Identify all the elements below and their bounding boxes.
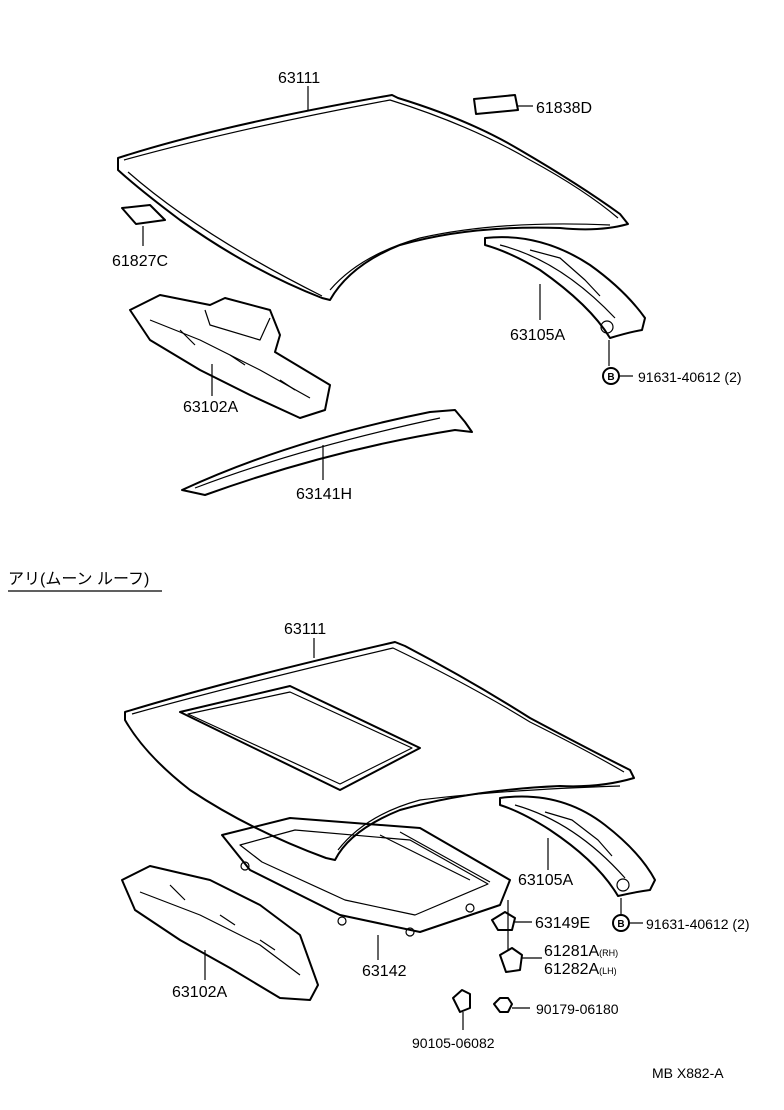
lower-hinge-lh-code: 61282A: [544, 961, 599, 978]
lower-hinge: [499, 947, 523, 973]
lower-hinge-lh-side: (LH): [599, 966, 617, 976]
lower-label-nut: 90179-06180: [536, 1001, 619, 1017]
upper-pad-rear: [473, 94, 519, 115]
upper-side-rail: [484, 236, 646, 339]
lower-label-bolt: 91631-40612 (2): [646, 916, 750, 932]
upper-pad-front: [121, 204, 166, 225]
lower-label-front-panel: 63102A: [172, 984, 227, 1001]
upper-label-side-rail: 63105A: [510, 327, 565, 344]
upper-label-front-panel: 63102A: [183, 399, 238, 416]
lower-hinge-rh-side: (RH): [599, 948, 618, 958]
lower-washer-marker: B: [617, 919, 624, 930]
lower-bracket: [491, 911, 516, 931]
footer-code: MB X882-A: [652, 1065, 724, 1081]
upper-front-panel: [129, 294, 331, 419]
upper-washer-marker: B: [607, 372, 614, 383]
lower-nut: [493, 997, 513, 1013]
lower-washer-icon: [612, 914, 630, 932]
lower-label-hinge-rh: 61281A(RH): [544, 943, 618, 960]
upper-label-bolt: 91631-40612 (2): [638, 369, 742, 385]
lower-label-side-rail: 63105A: [518, 872, 573, 889]
upper-roof-panel: [117, 94, 629, 301]
lower-sunroof-frame: [221, 817, 511, 937]
lower-front-panel: [121, 865, 319, 1001]
upper-label-roof-panel: 63111: [278, 70, 320, 87]
lower-label-roof-panel: 63111: [284, 621, 326, 638]
lower-label-bracket: 63149E: [535, 915, 590, 932]
lower-roof-panel: [124, 641, 635, 861]
lower-side-rail: [499, 795, 656, 897]
upper-label-rear-rail: 63141H: [296, 486, 352, 503]
upper-label-pad-rear: 61838D: [536, 100, 592, 117]
lower-label-hinge-lh: 61282A(LH): [544, 961, 617, 978]
lower-hinge-rh-code: 61281A: [544, 943, 599, 960]
lower-label-frame: 63142: [362, 963, 407, 980]
upper-rear-rail: [181, 409, 473, 496]
lower-label-screw: 90105-06082: [412, 1035, 495, 1051]
upper-label-pad-front: 61827C: [112, 253, 168, 270]
section-title: アリ(ムーン ルーフ): [8, 571, 149, 588]
lower-screw: [452, 989, 471, 1013]
